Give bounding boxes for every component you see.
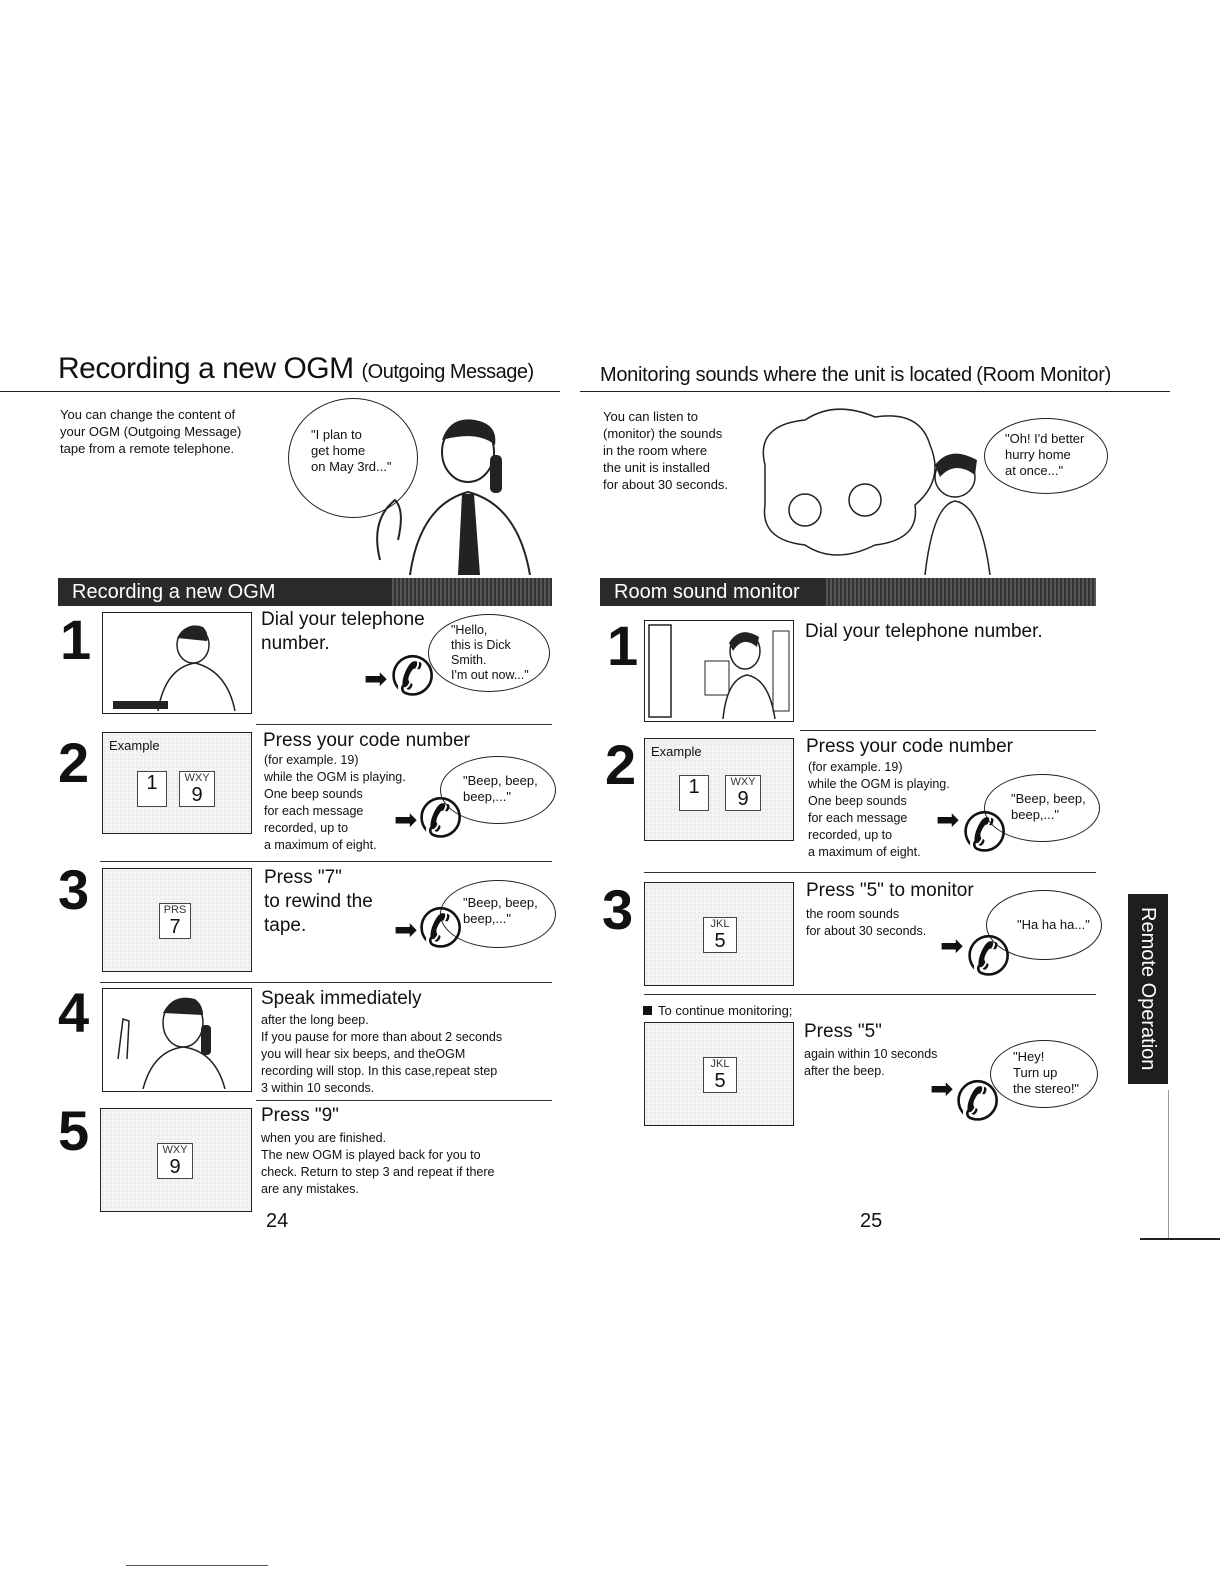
arrow-icon: ➡ (936, 804, 960, 835)
left-step-4-title: Speak immediately (261, 988, 422, 1009)
left-step-divider (100, 861, 552, 862)
right-title-rule (580, 391, 1170, 392)
right-step-2-title: Press your code number (806, 736, 1013, 757)
left-step-2-title: Press your code number (263, 730, 470, 751)
right-step-3-title: Press "5" to monitor (806, 880, 974, 901)
right-page-title: Monitoring sounds where the unit is loca… (600, 364, 1111, 387)
left-title-rule (0, 391, 560, 392)
right-step-2-bubble: "Beep, beep,beep,..." (984, 774, 1100, 842)
right-edge-line (1168, 1090, 1169, 1240)
continue-title: Press "5" (804, 1021, 882, 1042)
arrow-icon: ➡ (364, 663, 388, 694)
right-title-sub: (Room Monitor) (976, 364, 1111, 386)
left-page-number: 24 (266, 1210, 289, 1232)
square-bullet-icon (643, 1006, 652, 1015)
left-step-divider (100, 982, 552, 983)
continue-note: To continue monitoring; (643, 1003, 792, 1018)
right-page-number: 25 (860, 1210, 883, 1232)
right-step-divider (644, 872, 1096, 873)
left-step-4-text: after the long beep.If you pause for mor… (261, 1013, 503, 1095)
corner-line (1140, 1238, 1220, 1240)
family-room-illustration (762, 408, 991, 575)
left-step-2-text: (for example. 19)while the OGM is playin… (264, 753, 406, 852)
phone-handset-icon: ✆ (962, 803, 1008, 863)
man-dialing-illustration (113, 625, 236, 712)
right-step-divider (644, 994, 1096, 995)
right-step-3-bubble: "Ha ha ha..." (986, 890, 1102, 960)
left-step-1-number: 1 (60, 608, 92, 671)
left-intro: You can change the content of your OGM (… (60, 407, 242, 456)
man-speaking-illustration (117, 997, 226, 1090)
right-section-bar: Room sound monitor (600, 578, 1096, 606)
left-step-divider (256, 1100, 552, 1101)
woman-dialing-illustration (648, 624, 790, 720)
right-step-2-text: (for example. 19)while the OGM is playin… (808, 760, 950, 859)
example-label: Example (109, 738, 160, 753)
left-step-2-number: 2 (58, 731, 90, 794)
phone-handset-icon: ✆ (966, 927, 1012, 987)
arrow-icon: ➡ (940, 930, 964, 961)
left-step-3-number: 3 (58, 858, 90, 921)
right-step-divider (800, 730, 1096, 731)
left-step-4-image (102, 988, 252, 1092)
right-step-2-number: 2 (605, 733, 637, 796)
man-on-phone-illustration (376, 419, 531, 575)
left-title-sub: (Outgoing Message) (361, 361, 534, 383)
left-step-1-image (102, 612, 252, 714)
phone-handset-icon: ✆ (955, 1072, 1001, 1132)
left-title-main: Recording a new OGM (58, 352, 354, 385)
right-step-1-number: 1 (607, 614, 639, 677)
left-step-2-bubble: "Beep, beep,beep,..." (440, 756, 556, 824)
left-step-3-bubble: "Beep, beep,beep,..." (440, 880, 556, 948)
phone-handset-icon: ✆ (418, 899, 464, 959)
keypad-key-1: 1 (679, 775, 709, 811)
arrow-icon: ➡ (930, 1073, 954, 1104)
phone-handset-icon: ✆ (418, 789, 464, 849)
arrow-icon: ➡ (394, 804, 418, 835)
left-section-bar: Recording a new OGM (58, 578, 552, 606)
left-page-title: Recording a new OGM (Outgoing Message) (58, 352, 534, 386)
left-step-4-number: 4 (58, 981, 90, 1044)
section-side-tab: Remote Operation (1128, 894, 1168, 1084)
left-step-5-number: 5 (58, 1099, 90, 1162)
keypad-key-1: 1 (137, 771, 167, 807)
left-step-5-text: when you are finished.The new OGM is pla… (261, 1131, 495, 1196)
bottom-blue-line (126, 1565, 268, 1566)
right-step-3-number: 3 (602, 878, 634, 941)
left-step-divider (256, 724, 552, 725)
right-step-1-image (644, 620, 794, 722)
example-label: Example (651, 744, 702, 759)
arrow-icon: ➡ (394, 914, 418, 945)
phone-handset-icon: ✆ (390, 647, 436, 707)
left-step-5-title: Press "9" (261, 1105, 339, 1126)
right-step-1-title: Dial your telephone number. (805, 621, 1043, 642)
right-title-main: Monitoring sounds where the unit is loca… (600, 364, 972, 386)
